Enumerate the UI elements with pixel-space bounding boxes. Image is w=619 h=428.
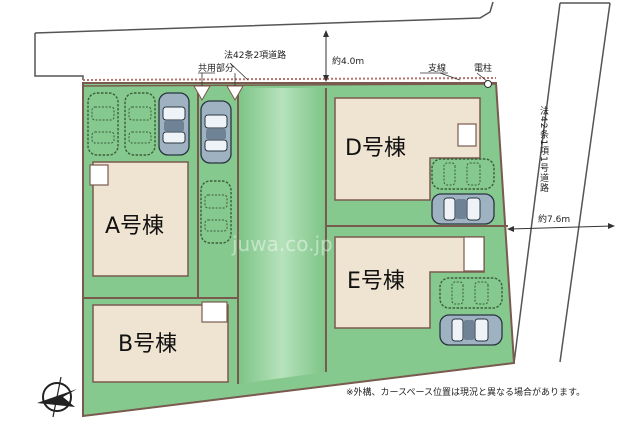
shared-part-label: 共用部分 [198, 62, 234, 74]
pole-label: 電柱 [474, 62, 492, 74]
disclaimer-note: ※外構、カースペース位置は現況と異なる場合があります。 [346, 386, 585, 398]
right-road-width-arrow [507, 223, 615, 232]
car-icon [431, 193, 495, 225]
car-icon [200, 100, 232, 164]
top-road-width-arrow [323, 30, 329, 82]
car-icon [158, 92, 190, 156]
building-d-label: D号棟 [345, 136, 406, 161]
watermark: juwa.co.jp [231, 232, 333, 256]
building-e-label: E号棟 [347, 269, 405, 294]
utility-pole-icon [484, 80, 492, 88]
setback-line [82, 77, 497, 81]
lot-front-line [82, 83, 497, 87]
top-road-edge-outer [34, 1, 494, 34]
right-road-width-label: 約7.6m [538, 213, 570, 225]
building-b [92, 301, 229, 383]
right-road-label: 法42条1項1号道路 [538, 105, 549, 193]
building-d [334, 97, 481, 201]
building-a [89, 161, 189, 277]
right-road-edge-inner [513, 2, 561, 364]
top-road-width-label: 約4.0m [332, 55, 364, 67]
north-compass-icon [37, 376, 77, 418]
right-road-edge-outer [559, 2, 611, 363]
building-a-label: A号棟 [105, 214, 164, 239]
top-leader-lines [198, 62, 489, 86]
top-road-edge-left [34, 33, 84, 80]
shared-access-path [238, 88, 326, 384]
top-road-label: 法42条2項道路 [224, 49, 286, 61]
building-b-label: B号棟 [118, 332, 177, 357]
car-icon [439, 314, 503, 346]
building-e [334, 236, 485, 329]
lot-division-lines [83, 88, 508, 384]
guy-wire-label: 支線 [428, 62, 446, 74]
